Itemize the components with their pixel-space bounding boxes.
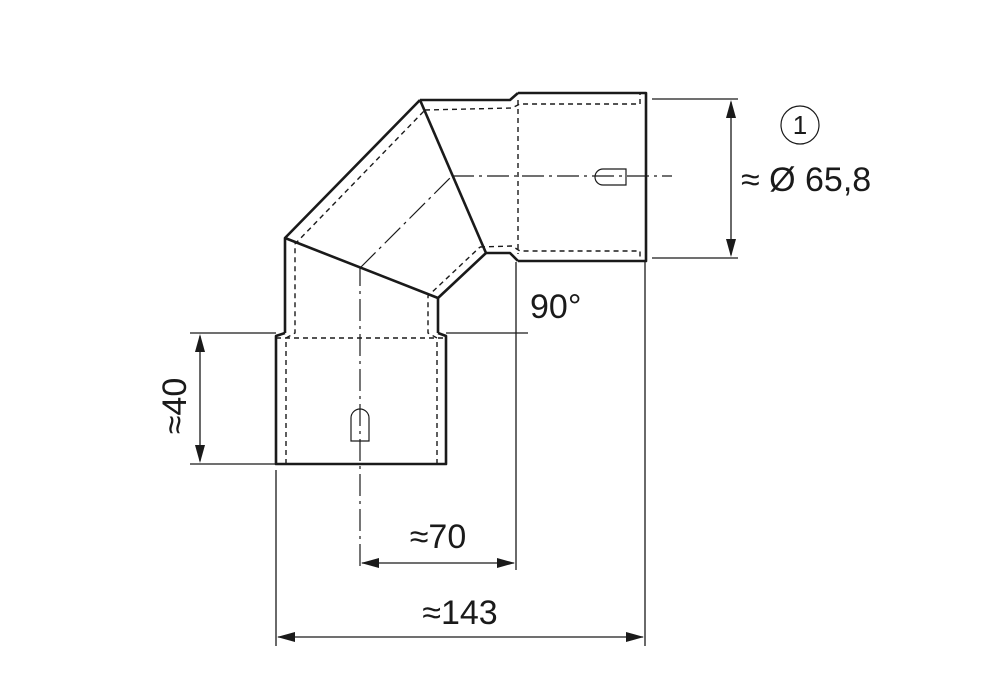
callout-number: 1 xyxy=(793,110,807,140)
upper-segment-top xyxy=(420,92,519,102)
bottom-sleeve-outline xyxy=(274,331,448,466)
bottom-bayonet-slot xyxy=(350,408,370,442)
lower-miter-joint xyxy=(284,236,439,300)
overall-width-arrow-left xyxy=(277,632,295,642)
dimension-lines xyxy=(190,98,738,646)
right-sleeve-outline xyxy=(518,91,648,263)
diameter-arrow-top xyxy=(726,100,736,118)
hidden-top-right xyxy=(424,93,641,111)
hidden-lines xyxy=(276,93,641,464)
callout-circle xyxy=(780,105,820,145)
height-label: ≈40 xyxy=(156,378,194,434)
height-arrow-top xyxy=(195,334,205,352)
center-lines xyxy=(359,175,672,566)
lower-segment-outline xyxy=(283,99,421,333)
hidden-outer-left xyxy=(285,109,426,464)
hidden-inner-left xyxy=(427,246,481,464)
inner-offset-arrow-right xyxy=(497,558,515,568)
overall-width-label: ≈143 xyxy=(422,594,497,632)
inner-offset-label: ≈70 xyxy=(410,518,466,556)
diameter-arrow-bottom xyxy=(726,239,736,257)
right-bayonet-slot xyxy=(594,168,627,186)
angle-label: 90° xyxy=(530,288,581,326)
diagonal-centerline xyxy=(359,175,453,269)
height-arrow-bottom xyxy=(195,445,205,463)
lower-segment-inner xyxy=(436,252,487,333)
hidden-bottom-right xyxy=(479,245,641,261)
overall-width-arrow-right xyxy=(626,632,644,642)
diameter-label: ≈ Ø 65,8 xyxy=(741,161,871,199)
elbow-outline xyxy=(274,91,648,466)
upper-segment-bottom xyxy=(486,251,519,262)
inner-offset-arrow-left xyxy=(361,558,379,568)
